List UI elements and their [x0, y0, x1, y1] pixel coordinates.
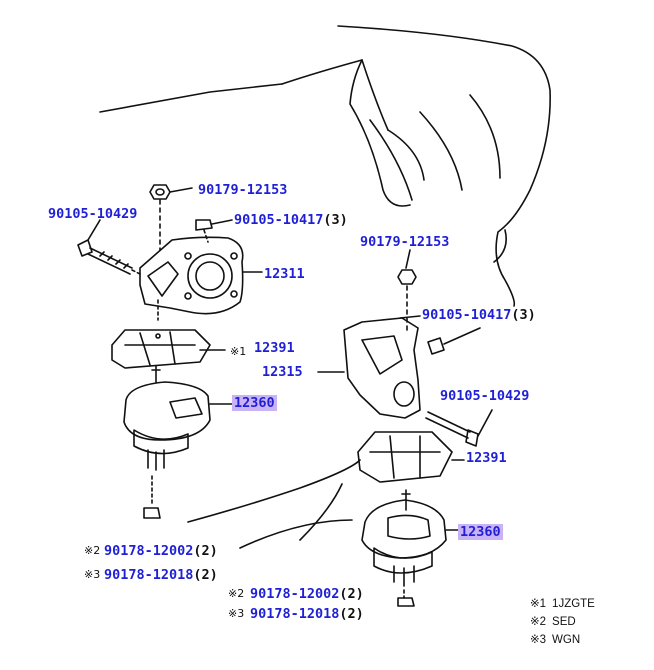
left-mount	[123, 365, 233, 519]
right-mount	[361, 489, 459, 607]
left-nut	[149, 184, 171, 251]
legend-text: WGN	[552, 634, 581, 646]
part-quantity: (2)	[339, 606, 364, 622]
label-12360-right[interactable]: 12360	[458, 524, 503, 540]
label-90105-10429-left[interactable]: 90105-10429	[48, 206, 137, 222]
legend-row-2: ※2 SED	[530, 614, 582, 628]
part-number: 90178-12018	[104, 567, 194, 583]
label-90179-12153-right[interactable]: 90179-12153	[360, 234, 449, 250]
note-mark-2-right: ※2	[228, 587, 245, 600]
label-90178-12018-left[interactable]: 90178-12018(2)	[104, 567, 218, 583]
right-small-bolt	[427, 327, 481, 355]
part-number: 90178-12002	[104, 543, 194, 559]
part-number: 12391	[254, 340, 295, 356]
legend-text: SED	[552, 616, 576, 628]
part-number: 90105-10417	[234, 212, 324, 228]
legend-mark: ※2	[530, 616, 547, 628]
part-number: 12311	[264, 266, 305, 282]
label-12315[interactable]: 12315	[262, 364, 303, 380]
label-90179-12153-left[interactable]: 90179-12153	[198, 182, 287, 198]
part-number: 90178-12018	[250, 606, 340, 622]
note-mark-3: ※3	[84, 568, 101, 581]
part-quantity: (2)	[193, 543, 218, 559]
part-number: 90179-12153	[360, 234, 450, 250]
engine-outline	[99, 25, 551, 549]
left-small-bolt	[195, 219, 213, 243]
label-90105-10429-right[interactable]: 90105-10429	[440, 388, 529, 404]
right-insulator	[357, 431, 465, 483]
part-quantity: (2)	[193, 567, 218, 583]
part-number: 90105-10429	[440, 388, 530, 404]
label-90105-10417-right[interactable]: 90105-10417(3)	[422, 307, 536, 323]
label-90178-12002-left[interactable]: 90178-12002(2)	[104, 543, 218, 559]
part-number-highlighted: 12360	[458, 524, 503, 540]
label-12311[interactable]: 12311	[264, 266, 305, 282]
part-number: 90105-10429	[48, 206, 138, 222]
legend-mark: ※3	[530, 634, 547, 646]
part-number: 12391	[466, 450, 507, 466]
part-number: 90105-10417	[422, 307, 512, 323]
label-12360-left[interactable]: 12360	[232, 395, 277, 411]
left-long-bolt	[77, 239, 143, 276]
part-number-highlighted: 12360	[232, 395, 277, 411]
part-number: 90178-12002	[250, 586, 340, 602]
leader-lines	[87, 187, 421, 319]
part-number: 90179-12153	[198, 182, 288, 198]
note-mark-1: ※1	[230, 345, 247, 358]
label-90105-10417-left[interactable]: 90105-10417(3)	[234, 212, 348, 228]
legend-row-3: ※3 WGN	[530, 632, 586, 646]
part-quantity: (3)	[511, 307, 536, 323]
right-nut	[397, 269, 417, 331]
label-12391-right[interactable]: 12391	[466, 450, 507, 466]
part-quantity: (3)	[323, 212, 348, 228]
legend-row-1: ※1 1JZGTE	[530, 596, 601, 610]
legend-mark: ※1	[530, 598, 547, 610]
note-mark-3-right: ※3	[228, 607, 245, 620]
right-long-bolt	[425, 409, 493, 447]
right-bracket	[317, 317, 421, 419]
label-12391-left[interactable]: 12391	[254, 340, 295, 356]
note-mark-2: ※2	[84, 544, 101, 557]
left-insulator	[111, 329, 226, 369]
legend-text: 1JZGTE	[552, 598, 595, 610]
label-90178-12002-right[interactable]: 90178-12002(2)	[250, 586, 364, 602]
part-number: 12315	[262, 364, 303, 380]
part-quantity: (2)	[339, 586, 364, 602]
left-bracket	[139, 236, 263, 321]
label-90178-12018-right[interactable]: 90178-12018(2)	[250, 606, 364, 622]
